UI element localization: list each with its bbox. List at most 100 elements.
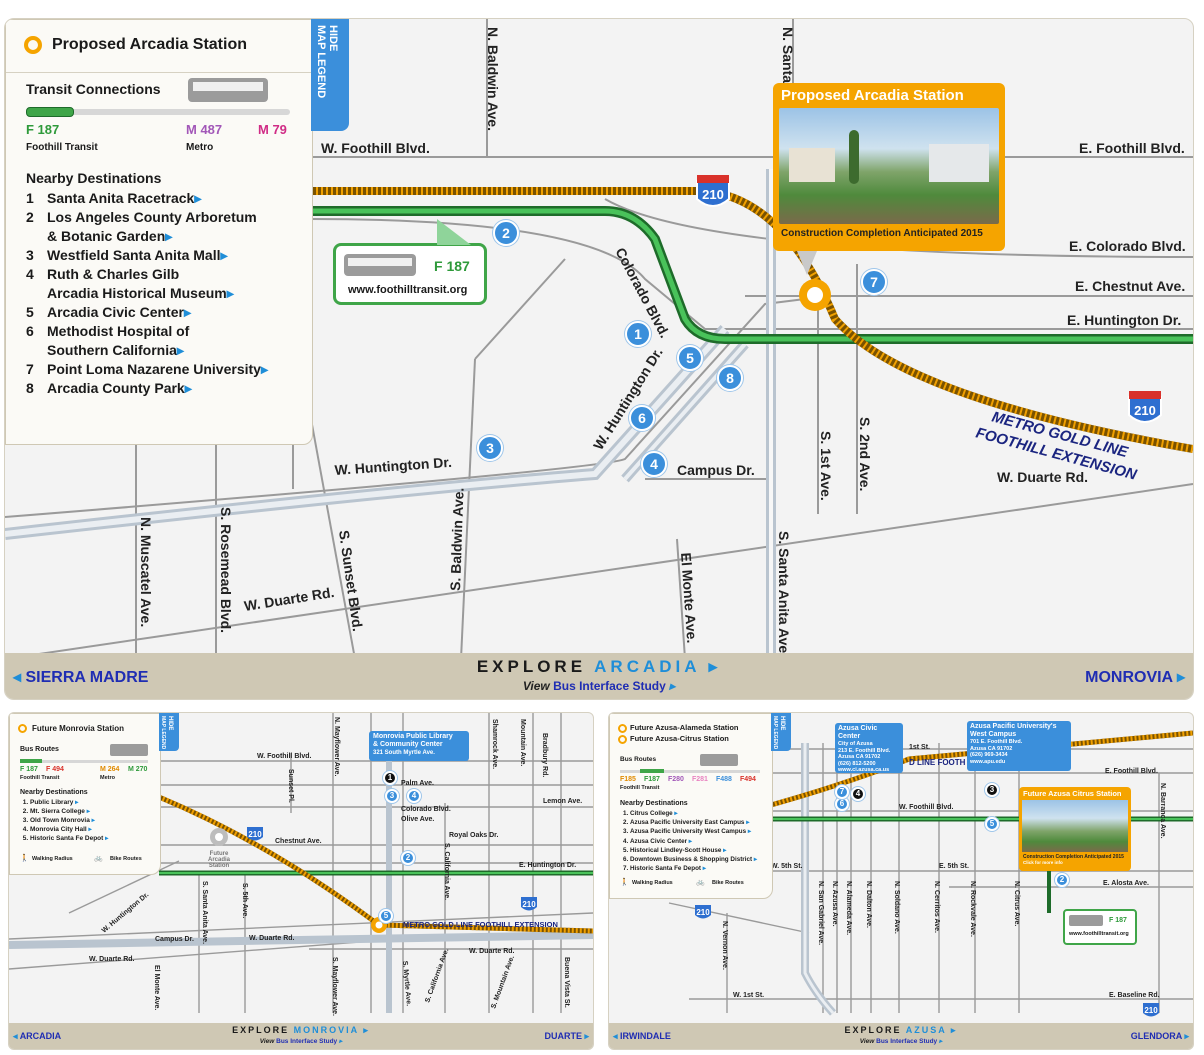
route-m79[interactable]: M 79 [258, 122, 287, 137]
street-label: W. Huntington Dr. [334, 454, 452, 478]
svg-text:210: 210 [522, 900, 536, 909]
monrovia-legend: Future Monrovia Station Bus Routes F 187… [9, 713, 161, 875]
station-circle-icon [618, 735, 627, 744]
svg-text:S. 5th Ave.: S. 5th Ave. [241, 883, 248, 918]
destination-item[interactable]: Old Town Monrovia ▸ [30, 816, 108, 825]
street-label: E. Chestnut Ave. [1075, 278, 1185, 294]
destination-badge[interactable]: 4 [641, 451, 667, 477]
destination-badge[interactable]: 3 [477, 435, 503, 461]
bus-study-link[interactable]: View Bus Interface Study ▸ [522, 679, 676, 693]
legend-title: Future Monrovia Station [32, 724, 124, 733]
destination-badge[interactable]: 6 [629, 405, 655, 431]
nav-duarte[interactable]: DUARTE ▸ [544, 1031, 589, 1041]
bus-icon [700, 754, 738, 766]
destination-item[interactable]: Monrovia City Hall ▸ [30, 825, 108, 834]
nav-monrovia[interactable]: MONROVIA ▸ [1085, 669, 1185, 686]
svg-text:E. Foothill Blvd.: E. Foothill Blvd. [1105, 768, 1158, 775]
library-callout[interactable]: Monrovia Public Library & Community Cent… [369, 731, 469, 761]
hide-label: HIDE [327, 25, 339, 52]
destination-list: Citrus College ▸Azusa Pacific University… [620, 809, 757, 873]
svg-text:S. Santa Anita Ave.: S. Santa Anita Ave. [201, 881, 208, 944]
nav-irwindale[interactable]: ◂ IRWINDALE [613, 1031, 671, 1041]
destination-item[interactable]: Azusa Pacific University East Campus ▸ [630, 818, 757, 827]
arcadia-map-panel: 210 210 W. Foothill Blvd. E. Foothill Bl… [4, 18, 1194, 700]
destination-badge[interactable]: 2 [401, 851, 415, 865]
apu-callout[interactable]: Azusa Pacific University's West Campus 7… [967, 721, 1071, 771]
svg-text:N. San Gabriel Ave.: N. San Gabriel Ave. [817, 881, 824, 945]
destination-badge[interactable]: 5 [379, 909, 393, 923]
destination-item[interactable]: Arcadia Historical Museum ▸ [47, 285, 234, 301]
destination-item[interactable]: Historical Lindley-Scott House ▸ [630, 846, 757, 855]
street-label: W. Duarte Rd. [243, 584, 335, 614]
destination-badge[interactable]: 6 [835, 797, 849, 811]
destination-item[interactable]: Mt. Sierra College ▸ [30, 807, 108, 816]
destination-item[interactable]: Southern California ▸ [47, 342, 184, 358]
route-f187[interactable]: F 187 [26, 122, 60, 137]
svg-text:Campus Dr.: Campus Dr. [155, 936, 194, 943]
hide-legend-tab[interactable]: HIDE MAP LEGEND [159, 713, 179, 751]
destination-item[interactable]: Azusa Civic Center ▸ [630, 837, 757, 846]
route-m487[interactable]: M 487 [186, 122, 223, 137]
citrus-station-callout[interactable]: Future Azusa Citrus Station Construction… [1019, 787, 1131, 871]
street-label: N. Muscatel Ave. [138, 517, 154, 627]
destination-badge[interactable]: 8 [717, 365, 743, 391]
destination-badge-black[interactable]: 3 [985, 783, 999, 797]
station-circle-icon [618, 724, 627, 733]
destination-item[interactable]: & Botanic Garden ▸ [47, 228, 173, 244]
destination-badge[interactable]: 2 [493, 220, 519, 246]
road-w-huntington [5, 298, 806, 518]
bus-study-link[interactable]: View Bus Interface Study ▸ [859, 1038, 943, 1045]
bus-study-link[interactable]: View Bus Interface Study ▸ [259, 1038, 343, 1045]
gold-line-label: METRO GOLD LINE FOOTHILL EXTENSION [403, 920, 558, 929]
hide-legend-tab[interactable]: HIDE MAP LEGEND [771, 713, 791, 751]
bus-info-box[interactable]: F 187 www.foothilltransit.org [1063, 909, 1137, 945]
svg-text:S. Mountain Ave.: S. Mountain Ave. [490, 955, 516, 1010]
station-callout[interactable]: Proposed Arcadia Station Construction Co… [773, 83, 1005, 251]
freeway-shield-icon: 210 [1128, 391, 1162, 423]
destination-item[interactable]: Historic Santa Fe Depot ▸ [630, 864, 757, 873]
svg-text:Olive Ave.: Olive Ave. [401, 816, 434, 823]
walking-radius-icon: 🚶 [620, 879, 629, 886]
svg-text:S. Mayflower Ave.: S. Mayflower Ave. [331, 957, 338, 1016]
destination-badge[interactable]: 1 [383, 771, 397, 785]
destination-badge-black[interactable]: 4 [851, 787, 865, 801]
destination-badge[interactable]: 7 [835, 785, 849, 799]
bus-url[interactable]: www.foothilltransit.org [348, 284, 468, 296]
nav-arcadia[interactable]: ◂ ARCADIA [13, 1031, 62, 1041]
hide-legend-tab[interactable]: HIDE MAP LEGEND [311, 19, 349, 131]
destination-item[interactable]: Historic Santa Fe Depot ▸ [30, 834, 108, 843]
bus-info-box[interactable]: F 187 www.foothilltransit.org [333, 243, 487, 305]
road-sunset [310, 418, 356, 660]
destination-badge[interactable]: 7 [861, 269, 887, 295]
destination-badge[interactable]: 1 [625, 321, 651, 347]
svg-text:Bradbury Rd.: Bradbury Rd. [541, 733, 548, 777]
destination-badge[interactable]: 4 [407, 789, 421, 803]
destination-item[interactable]: Downtown Business & Shopping District ▸ [630, 855, 757, 864]
destination-badge[interactable]: 3 [385, 789, 399, 803]
nav-glendora[interactable]: GLENDORA ▸ [1130, 1031, 1189, 1041]
svg-text:D LINE FOOTH: D LINE FOOTH [909, 758, 966, 767]
svg-text:S. California Ave.: S. California Ave. [443, 843, 450, 900]
civic-center-callout[interactable]: Azusa Civic Center City of Azusa 213 E. … [835, 723, 903, 773]
destination-badge[interactable]: 5 [985, 817, 999, 831]
bus-box-pointer [437, 219, 471, 245]
svg-text:E. 5th St.: E. 5th St. [939, 863, 969, 870]
nav-sierra-madre[interactable]: ◂ SIERRA MADRE [13, 669, 149, 686]
destination-badge[interactable]: 5 [677, 345, 703, 371]
freeway-shield-icon: 210 [696, 175, 730, 207]
destination-item[interactable]: Citrus College ▸ [630, 809, 757, 818]
destination-item[interactable]: Azusa Pacific University West Campus ▸ [630, 827, 757, 836]
destination-item[interactable]: Public Library ▸ [30, 798, 108, 807]
bike-routes-icon: 🚲 [94, 855, 103, 862]
freeway-shield-icon: 210 [247, 827, 263, 841]
destination-badge[interactable]: 2 [1055, 873, 1069, 887]
street-label: Campus Dr. [677, 462, 755, 478]
